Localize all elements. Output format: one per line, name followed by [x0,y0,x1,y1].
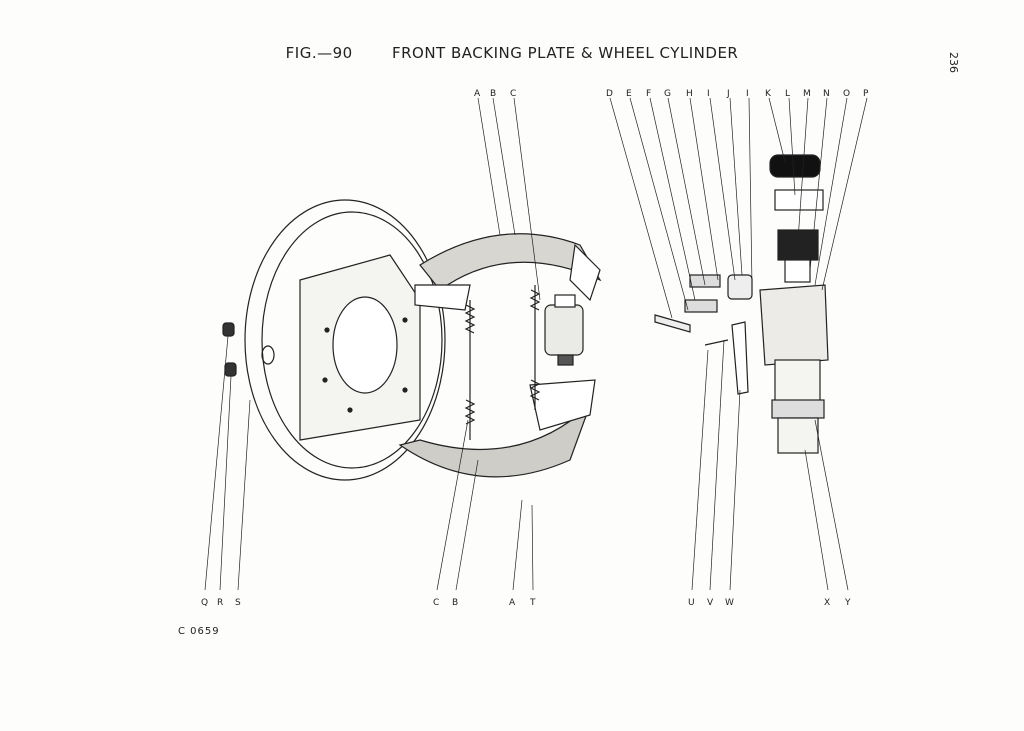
label-bottom-11: Y [844,598,851,608]
label-top-11: K [765,89,772,99]
label-top-16: P [863,89,869,99]
label-top-6: G [664,89,671,99]
label-bottom-10: X [824,598,830,608]
label-top-15: O [843,89,850,99]
upper-brake-shoe [414,233,602,311]
bleeder-bolts [654,274,753,395]
nut-r [224,362,237,377]
nut-q [222,322,235,337]
label-top-8: I [707,89,710,99]
label-bottom-3: C [433,598,439,608]
top-labels: A B C D E F G H I J I K L M N O P [474,89,869,99]
label-bottom-4: B [452,598,458,608]
label-top-12: L [785,89,790,99]
label-bottom-5: A [509,598,516,608]
label-top-9: J [726,89,730,99]
figure-number: FIG.—90 [285,44,353,62]
label-bottom-7: U [688,598,695,608]
label-top-10: I [746,89,749,99]
label-bottom-6: T [529,598,536,608]
leader-lines [204,97,868,591]
figure-caption: FRONT BACKING PLATE & WHEEL CYLINDER [391,44,739,62]
large-wheel-cylinder [759,154,829,454]
label-bottom-9: W [725,598,734,608]
label-bottom-2: S [235,598,241,608]
label-top-7: H [686,89,693,99]
return-springs [464,285,541,440]
label-top-1: B [490,89,496,99]
drawing-code: C 0659 [178,626,220,637]
label-bottom-1: R [217,598,223,608]
backing-plate [244,199,446,481]
lower-brake-shoe [398,379,596,478]
label-bottom-0: Q [201,598,208,608]
label-top-2: C [510,89,516,99]
label-top-5: F [646,89,651,99]
label-top-0: A [474,89,481,99]
label-top-14: N [823,89,830,99]
small-wheel-cylinder [544,294,584,366]
label-top-3: D [606,89,613,99]
figure-title: FIG.—90 FRONT BACKING PLATE & WHEEL CYLI… [0,44,1024,62]
label-top-4: E [626,89,632,99]
label-top-13: M [803,89,811,99]
label-bottom-8: V [707,598,714,608]
bottom-labels: Q R S C B A T U V W X Y [201,598,851,608]
